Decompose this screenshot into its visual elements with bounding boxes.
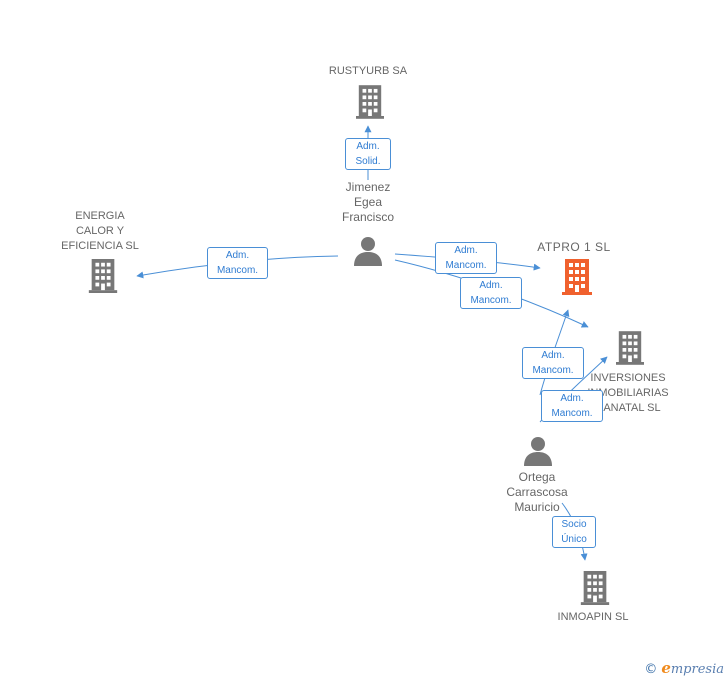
company-label-line: EFICIENCIA SL — [61, 240, 139, 252]
person-label-line: Jimenez — [345, 180, 391, 194]
company-label-line: ENERGIA — [75, 210, 125, 222]
relation-type: Solid. — [355, 156, 381, 167]
relation-type: Mancom. — [445, 260, 487, 271]
relation-role: Adm. — [454, 245, 478, 256]
building-icon-rustyurb[interactable] — [356, 85, 384, 119]
relation-role: Adm. — [560, 393, 584, 404]
company-label-line: INVERSIONES — [590, 372, 666, 384]
relation-role: Adm. — [541, 350, 565, 361]
brand-logo-e: e — [661, 659, 671, 677]
company-label-rustyurb[interactable]: RUSTYURB SA — [328, 65, 408, 77]
relation-type: Mancom. — [470, 295, 512, 306]
relation-badge-ortega-inversiones[interactable]: Adm. Mancom. — [541, 390, 603, 422]
relation-badge-ortega-atpro[interactable]: Adm. Mancom. — [522, 347, 584, 379]
person-label-line: Ortega — [518, 470, 556, 484]
person-label-jimenez[interactable]: Jimenez Egea Francisco — [318, 180, 418, 225]
relation-badge-solid[interactable]: Adm. Solid. — [345, 138, 391, 170]
relation-type: Único — [561, 534, 587, 545]
company-label-inmoapin[interactable]: INMOAPIN SL — [557, 611, 629, 623]
relation-badge-mancom-atpro[interactable]: Adm. Mancom. — [435, 242, 497, 274]
relation-badge-socio[interactable]: Socio Único — [552, 516, 596, 548]
relation-badge-mancom-inversiones[interactable]: Adm. Mancom. — [460, 277, 522, 309]
building-icon-inversiones[interactable] — [616, 331, 644, 365]
relation-type: Mancom. — [551, 408, 593, 419]
company-label-line: CANATAL SL — [595, 402, 661, 414]
relation-role: Adm. — [479, 280, 503, 291]
company-label-energia[interactable]: ENERGIA CALOR Y EFICIENCIA SL — [50, 209, 150, 254]
brand-footer[interactable]: ©empresia — [644, 659, 724, 677]
person-label-line: Carrascosa — [506, 485, 568, 499]
building-icon-atpro[interactable] — [562, 259, 592, 295]
relation-role: Socio — [561, 519, 587, 530]
relation-badge-mancom-energia[interactable]: Adm. Mancom. — [207, 247, 268, 279]
person-label-ortega[interactable]: Ortega Carrascosa Mauricio — [487, 470, 587, 515]
company-label-inversiones[interactable]: INVERSIONES INMOBILIARIAS CANATAL SL — [578, 371, 678, 416]
company-label-atpro[interactable]: ATPRO 1 SL — [537, 240, 611, 254]
copyright-symbol: © — [644, 662, 658, 677]
building-icon-inmoapin[interactable] — [580, 571, 610, 605]
company-label-line: CALOR Y — [75, 225, 125, 237]
building-icon-energia[interactable] — [88, 259, 118, 293]
relation-type: Mancom. — [216, 265, 259, 276]
person-label-line: Mauricio — [514, 500, 560, 514]
person-icon-ortega[interactable] — [524, 437, 552, 466]
person-label-line: Francisco — [341, 210, 394, 224]
relation-role: Adm. — [225, 250, 250, 261]
person-label-line: Egea — [353, 195, 383, 209]
relation-role: Adm. — [356, 141, 380, 152]
company-label-line: INMOBILIARIAS — [587, 387, 669, 399]
relation-type: Mancom. — [532, 365, 574, 376]
brand-name: mpresia — [670, 662, 724, 677]
person-icon-jimenez[interactable] — [354, 237, 382, 266]
